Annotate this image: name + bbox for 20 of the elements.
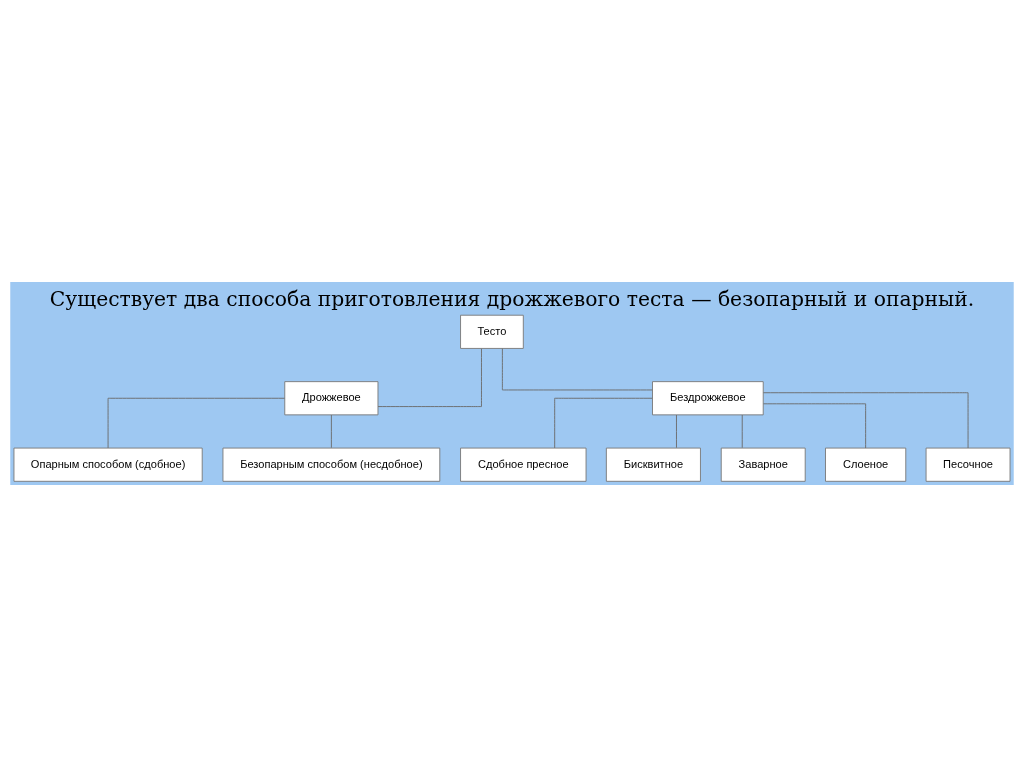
connector — [554, 397, 653, 449]
connector — [762, 392, 969, 449]
connector — [763, 403, 867, 449]
connector — [741, 414, 743, 449]
node-box: Бездрожжевое — [652, 381, 764, 416]
node-box: Слоеное — [825, 447, 907, 482]
node-box: Дрожжевое — [284, 381, 379, 416]
connector — [330, 414, 332, 449]
node-box: Сдобное пресное — [460, 447, 587, 482]
connector — [501, 348, 653, 391]
node-box: Опарным способом (сдобное) — [13, 447, 203, 482]
node-box: Бисквитное — [605, 447, 701, 482]
diagram-title: Существует два способа приготовления дрожжевого теста — безопарный и опарный. — [49, 286, 975, 311]
connector — [676, 414, 677, 449]
node-box: Безопарным способом (несдобное) — [222, 447, 441, 482]
connector — [377, 348, 482, 408]
connector — [107, 397, 286, 449]
node-box: Тесто — [460, 314, 524, 349]
node-box: Заварное — [720, 447, 806, 482]
node-box: Песочное — [925, 447, 1011, 482]
